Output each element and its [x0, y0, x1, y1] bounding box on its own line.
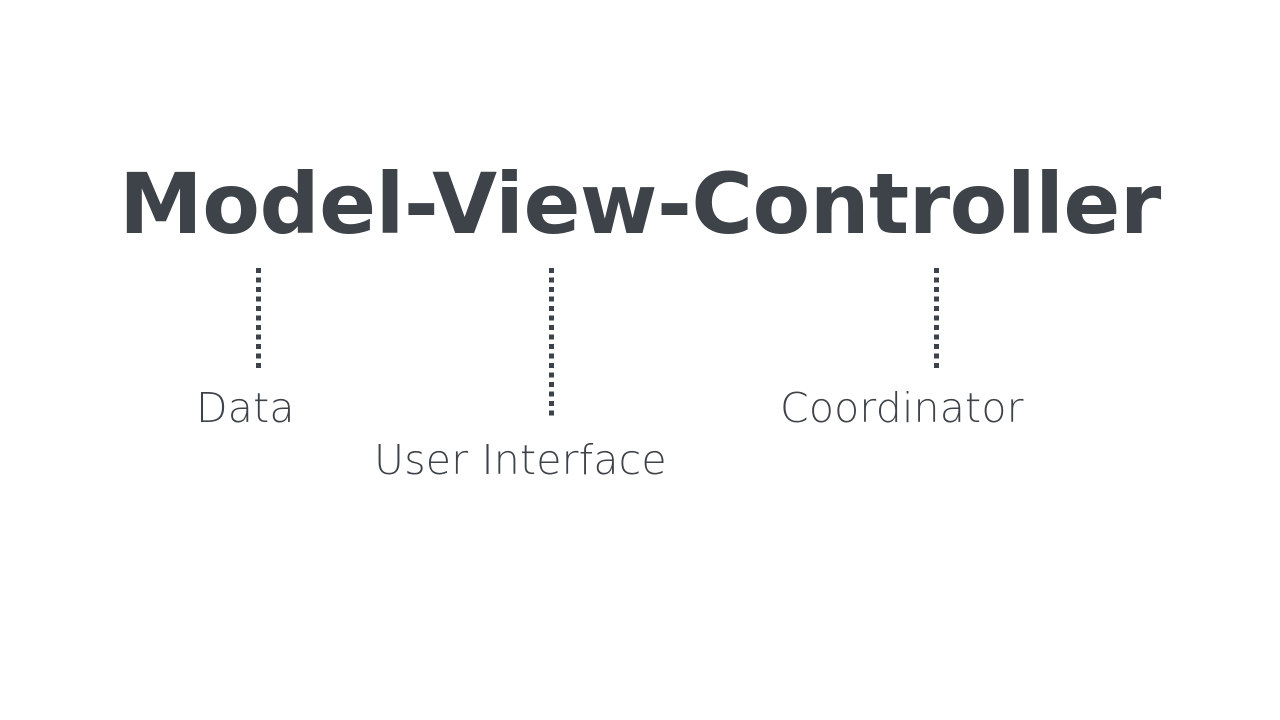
leaf-label-data: Data	[196, 384, 295, 432]
connector-line-view	[549, 268, 554, 420]
connector-line-model	[256, 268, 261, 370]
connector-line-controller	[934, 268, 939, 370]
page-title: Model-View-Controller	[119, 155, 1161, 253]
leaf-label-user-interface: User Interface	[374, 436, 667, 484]
leaf-label-coordinator: Coordinator	[780, 384, 1024, 432]
